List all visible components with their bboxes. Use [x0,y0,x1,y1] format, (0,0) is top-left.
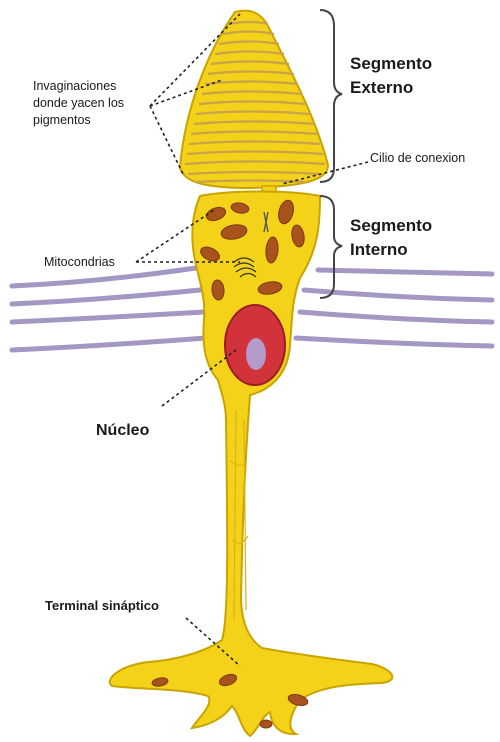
membrane-lines-right [296,270,492,346]
label-segmento-interno-line1: Segmento [350,214,432,238]
label-invaginaciones-line1: Invaginaciones [33,78,124,95]
nucleolus [246,338,266,370]
label-segmento-interno-line2: Interno [350,238,432,262]
label-invaginaciones: Invaginaciones donde yacen los pigmentos [33,78,124,129]
label-mitocondrias: Mitocondrias [44,254,115,271]
label-segmento-interno: Segmento Interno [350,214,432,262]
membrane-lines-left [12,268,206,350]
label-invaginaciones-line3: pigmentos [33,112,124,129]
label-nucleo: Núcleo [96,422,149,440]
bracket-segmento-interno [320,196,342,298]
label-terminal-sinaptico: Terminal sináptico [45,598,159,613]
label-segmento-externo-line1: Segmento [350,52,432,76]
label-segmento-externo: Segmento Externo [350,52,432,100]
label-segmento-externo-line2: Externo [350,76,432,100]
label-invaginaciones-line2: donde yacen los [33,95,124,112]
label-cilio: Cilio de conexion [370,150,465,167]
